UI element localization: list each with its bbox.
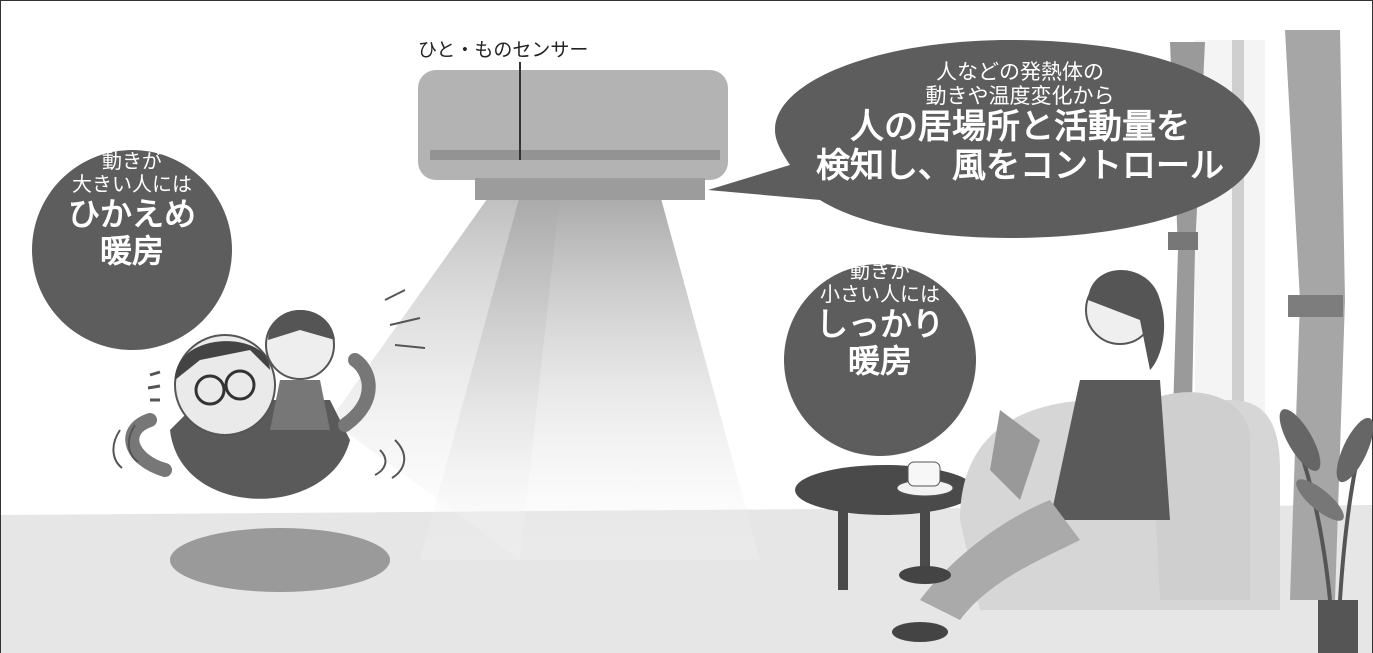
- bubble-line-4: 検知し、風をコントロール: [816, 146, 1224, 187]
- right-circle-line-1: 動きが: [850, 259, 910, 283]
- right-circle-line-4: 暖房: [847, 341, 912, 380]
- speech-bubble-text: 人などの発熱体の 動きや温度変化から 人の居場所と活動量を 検知し、風をコントロ…: [800, 60, 1240, 186]
- right-circle-text: 動きが 小さい人には しっかり 暖房: [790, 260, 970, 380]
- right-info-circle: [784, 264, 976, 456]
- side-table: [795, 461, 975, 590]
- left-circle-line-3: ひかえめ: [67, 195, 196, 233]
- air-conditioner: [418, 62, 728, 200]
- right-circle-line-3: しっかり: [815, 305, 944, 343]
- left-circle-line-1: 動きが: [102, 149, 162, 173]
- right-circle-line-2: 小さい人には: [820, 282, 940, 306]
- left-circle-text: 動きが 大きい人には ひかえめ 暖房: [42, 150, 222, 270]
- airflow-left: [330, 195, 560, 560]
- left-circle-line-2: 大きい人には: [72, 172, 192, 196]
- woman-on-sofa: [892, 270, 1280, 642]
- speech-bubble: [708, 40, 1260, 238]
- father-and-child: [112, 289, 426, 592]
- curtain-tieback-right: [1288, 295, 1343, 317]
- bubble-line-2: 動きや温度変化から: [925, 84, 1115, 109]
- left-info-circle: [32, 150, 232, 350]
- left-circle-line-4: 暖房: [99, 231, 164, 270]
- book: [990, 410, 1040, 500]
- plant: [1279, 409, 1373, 653]
- bubble-line-3: 人の居場所と活動量を: [850, 107, 1190, 148]
- curtain-tieback-left: [1168, 232, 1198, 250]
- sensor-label: ひと・ものセンサー: [418, 39, 589, 61]
- bubble-line-1: 人などの発熱体の: [936, 60, 1104, 84]
